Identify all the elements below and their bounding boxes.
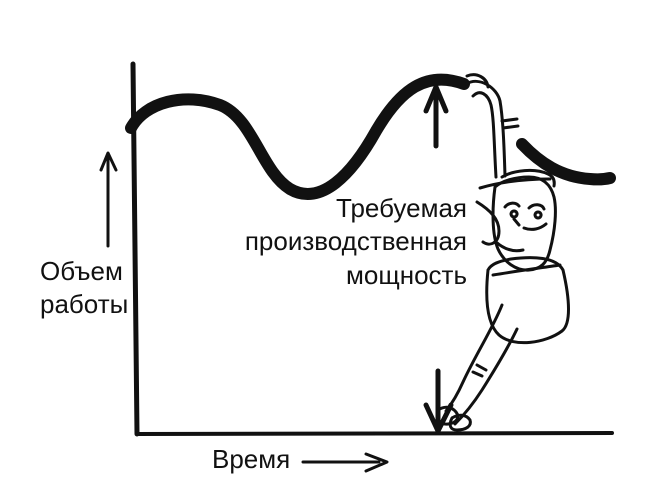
shirt-line — [491, 263, 562, 277]
up-arrow-head — [423, 84, 449, 114]
down-arrow-head — [423, 402, 454, 434]
raised-arms — [464, 73, 507, 179]
required-capacity-label: Требуемая производственная мощность — [225, 192, 467, 292]
cap — [478, 168, 556, 190]
x-axis-label: Время — [212, 444, 291, 474]
x-axis-line — [135, 431, 614, 436]
left-vertical-arrow-head — [99, 151, 118, 172]
eyes — [509, 209, 543, 220]
required-capacity-line-3: мощность — [346, 259, 467, 290]
face — [475, 200, 548, 253]
person-icon — [436, 73, 570, 432]
y-axis-label-line-1: Объем — [40, 256, 123, 286]
required-capacity-line-2: производственная — [244, 226, 467, 257]
y-axis-label-line-2: работы — [40, 289, 129, 320]
head — [491, 175, 557, 272]
workload-curve-tail — [516, 138, 616, 186]
workload-curve — [125, 73, 470, 200]
legs — [444, 303, 519, 426]
required-capacity-line-1: Требуемая — [336, 193, 467, 223]
body — [485, 256, 570, 345]
right-arrow-head — [364, 452, 389, 473]
boots — [436, 405, 472, 432]
raised-arm-cuffs — [500, 117, 520, 130]
y-axis-label: Объем работы — [40, 255, 128, 322]
